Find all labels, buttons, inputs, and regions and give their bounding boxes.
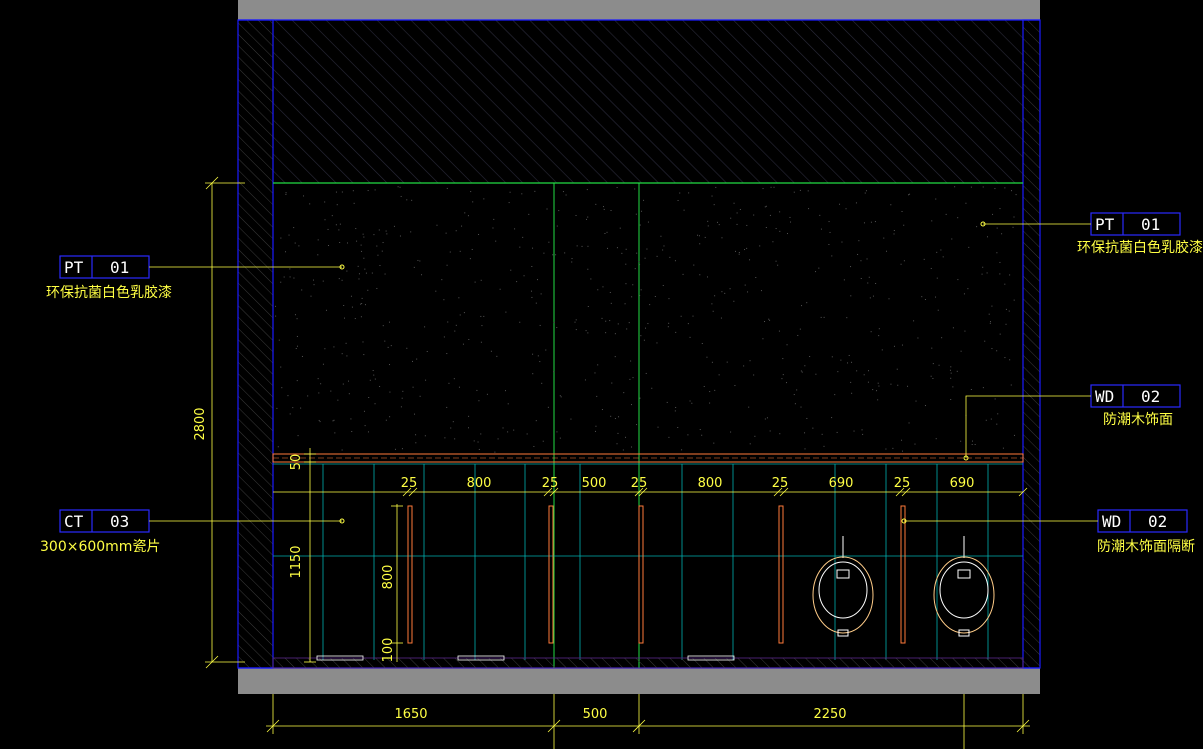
tag-pt-right: PT 01 环保抗菌白色乳胶漆 (980, 212, 1203, 256)
tag-ct-left: CT 03 300×600mm瓷片 (40, 509, 345, 555)
paint-texture (275, 186, 1017, 453)
partition-dim-label: 690 (950, 476, 975, 491)
right-wall (1022, 19, 1041, 669)
partition-dim-label: 25 (772, 476, 789, 491)
partition-dim-label: 25 (631, 476, 648, 491)
tag-number: 02 (1141, 387, 1160, 406)
tag-description: 环保抗菌白色乳胶漆 (46, 284, 172, 301)
ceiling-void (272, 19, 1024, 184)
tag-description: 300×600mm瓷片 (40, 539, 160, 555)
partition-dim-label: 800 (698, 476, 723, 491)
partition-dim-label: 25 (894, 476, 911, 491)
dim-height-total: 2800 (193, 407, 208, 440)
tag-code: PT (1095, 215, 1115, 234)
dim-bottom-3: 2250 (813, 707, 846, 722)
partition-dim-label: 500 (582, 476, 607, 491)
tag-pt-left: PT 01 环保抗菌白色乳胶漆 (46, 255, 345, 301)
tag-code: WD (1102, 512, 1121, 531)
top-slab (238, 0, 1040, 20)
partition-dim-label: 800 (467, 476, 492, 491)
tag-wd-trim: WD 02 防潮木饰面 (963, 384, 1181, 461)
tag-code: CT (64, 512, 84, 531)
tag-wd-partition: WD 02 防潮木饰面隔断 (901, 509, 1195, 555)
dim-panel: 800 (381, 565, 396, 590)
urinal-1 (812, 536, 874, 637)
floor-strip (272, 657, 1024, 669)
urinal-2 (933, 536, 995, 637)
tag-description: 防潮木饰面隔断 (1097, 539, 1195, 555)
vertical-dimensions (205, 176, 403, 669)
tag-number: 01 (1141, 215, 1160, 234)
dim-gap: 100 (381, 638, 396, 663)
left-wall (237, 19, 274, 669)
dim-bottom-2: 500 (583, 707, 608, 722)
tag-code: WD (1095, 387, 1114, 406)
partition-dim-label: 25 (401, 476, 418, 491)
tile-grid (273, 463, 1023, 660)
partition-dim-label: 25 (542, 476, 559, 491)
tag-number: 02 (1148, 512, 1167, 531)
tag-code: PT (64, 258, 84, 277)
tag-number: 01 (110, 258, 129, 277)
partition-dimensions: 25 800 25 500 25 800 25 690 25 690 (401, 476, 1028, 497)
tag-number: 03 (110, 512, 129, 531)
tag-description: 环保抗菌白色乳胶漆 (1077, 239, 1203, 256)
dim-band: 50 (289, 454, 304, 471)
tag-description: 防潮木饰面 (1103, 412, 1173, 428)
bottom-dimension-lines (266, 694, 1030, 749)
dim-lower: 1150 (289, 545, 304, 578)
partition-dim-label: 690 (829, 476, 854, 491)
dim-bottom-1: 1650 (394, 707, 427, 722)
partitions (407, 505, 906, 644)
bottom-slab (238, 668, 1040, 694)
